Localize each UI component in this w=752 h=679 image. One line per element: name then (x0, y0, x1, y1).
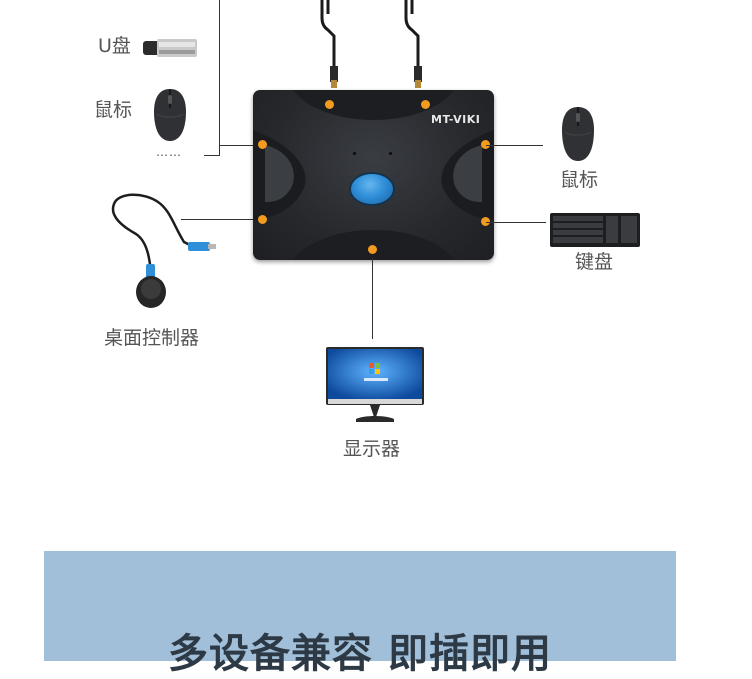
monitor-icon (326, 347, 424, 422)
port-right-upper (481, 140, 490, 149)
bottom-connector (372, 258, 373, 339)
desk-controller-label: 桌面控制器 (104, 327, 200, 349)
right-connector-top (486, 145, 543, 146)
keyboard-icon (550, 213, 640, 247)
mouse-left-label: 鼠标 (94, 99, 133, 121)
banner-title: 多设备兼容 即插即用 (168, 631, 552, 677)
feature-banner: 多设备兼容 即插即用 (44, 551, 676, 677)
port-top-left (325, 100, 334, 109)
more-devices-ellipsis: …… (156, 145, 182, 159)
monitor-label: 显示器 (343, 438, 401, 460)
kvm-switch-box: MT-VIKI (253, 90, 494, 260)
port-left-lower (258, 215, 267, 224)
indicator-led-1 (353, 152, 356, 155)
usb-drive-icon (143, 39, 197, 57)
port-top-right (421, 100, 430, 109)
mouse-left-icon (154, 89, 186, 141)
left-bracket-horizontal (204, 155, 220, 156)
usb-drive-label: U盘 (98, 35, 131, 57)
brand-logo: MT-VIKI (431, 113, 481, 126)
right-connector-bottom (486, 222, 546, 223)
top-cables (320, 0, 422, 88)
port-right-lower (481, 217, 490, 226)
left-connector-top (219, 145, 262, 146)
keyboard-label: 键盘 (575, 251, 614, 273)
mouse-right-icon (562, 107, 594, 161)
port-left-upper (258, 140, 267, 149)
port-bottom (368, 245, 377, 254)
indicator-led-2 (389, 152, 392, 155)
mouse-right-label: 鼠标 (560, 169, 599, 191)
kvm-surface-shape (253, 90, 494, 260)
controller-connector (181, 219, 262, 220)
desk-controller-icon (111, 193, 216, 308)
left-bracket-vertical (219, 0, 220, 156)
switch-button[interactable] (349, 172, 395, 206)
